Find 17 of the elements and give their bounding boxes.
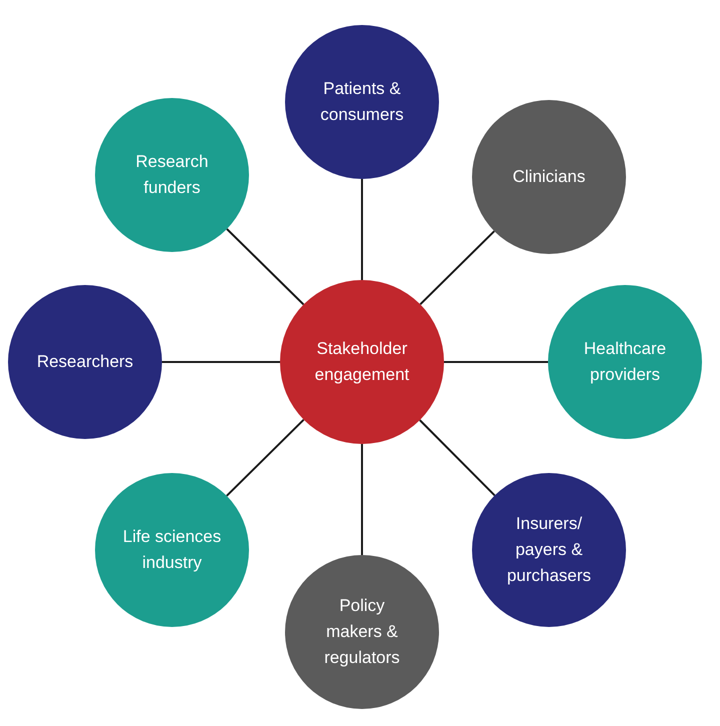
circle-label: Life sciences industry bbox=[122, 526, 222, 574]
connector-line bbox=[420, 230, 495, 306]
circle-label: Research funders bbox=[134, 151, 210, 199]
connector-line bbox=[226, 418, 304, 497]
circle-label: Patients & consumers bbox=[319, 78, 405, 126]
circle-label: Stakeholder engagement bbox=[314, 338, 410, 386]
circle-label: Researchers bbox=[36, 351, 134, 373]
connector-line bbox=[444, 361, 548, 363]
connector-line bbox=[419, 419, 496, 496]
circle-label: Insurers/ payers & purchasers bbox=[506, 513, 592, 587]
circle-label: Clinicians bbox=[512, 166, 586, 188]
connector-line bbox=[162, 361, 280, 363]
circle-label: Healthcare providers bbox=[582, 338, 668, 386]
connector-line bbox=[361, 179, 363, 280]
circle-label: Policy makers & regulators bbox=[323, 595, 401, 669]
connector-line bbox=[226, 228, 304, 306]
connector-line bbox=[361, 444, 363, 555]
